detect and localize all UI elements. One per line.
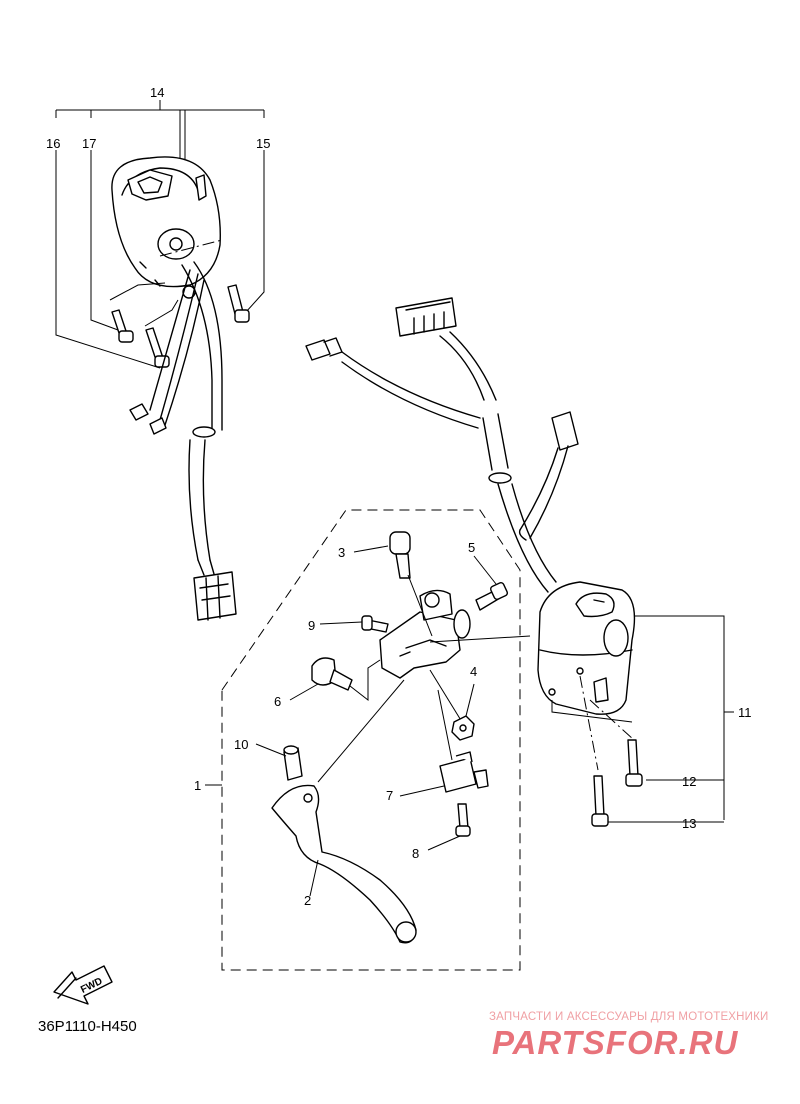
- watermark-logo: PARTSFOR.RU: [492, 1024, 738, 1060]
- callout-1: 1: [194, 778, 201, 793]
- callout-6: 6: [274, 694, 281, 709]
- diagram-code: 36P1110-H450: [38, 1018, 137, 1035]
- callout-3: 3: [338, 545, 345, 560]
- right-handlebar-switch: [305, 297, 734, 827]
- callout-8: 8: [412, 846, 419, 861]
- callout-14: 14: [150, 85, 164, 100]
- callout-11: 11: [738, 705, 752, 720]
- callout-7: 7: [386, 788, 393, 803]
- callout-5: 5: [468, 540, 475, 555]
- callout-17: 17: [82, 136, 96, 151]
- callout-9: 9: [308, 618, 315, 633]
- callout-13: 13: [682, 816, 696, 831]
- watermark-logo-text: PARTSFOR.RU: [492, 1024, 738, 1060]
- watermark-tagline: ЗАПЧАСТИ И АКСЕССУАРЫ ДЛЯ МОТОТЕХНИКИ: [489, 1011, 769, 1023]
- callout-12: 12: [682, 774, 696, 789]
- callout-15: 15: [256, 136, 270, 151]
- callout-4: 4: [470, 664, 477, 679]
- clutch-lever-assembly: [205, 509, 531, 971]
- callout-2: 2: [304, 893, 311, 908]
- callout-16: 16: [46, 136, 60, 151]
- callout-labels: 14 16 17 15 3 5 9 6 4 10 1 7 8 2 11 12 1…: [46, 85, 752, 908]
- left-handlebar-switch: [55, 100, 265, 621]
- fwd-arrow-icon: FWD: [53, 965, 113, 1005]
- callout-10: 10: [234, 737, 248, 752]
